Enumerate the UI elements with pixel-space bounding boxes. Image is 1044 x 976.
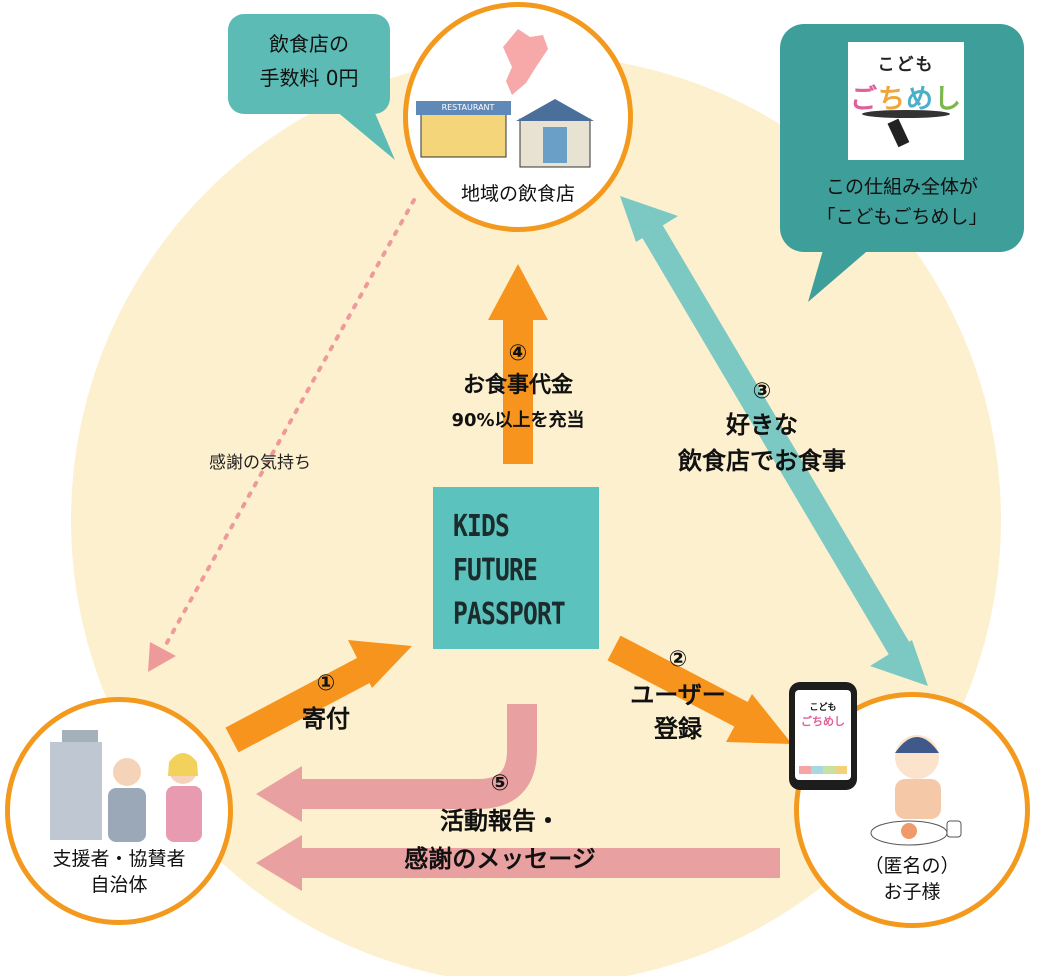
step4-line2: 90%以上を充当 <box>451 410 585 431</box>
step2-line1: ユーザー <box>630 681 726 709</box>
supporter-label-line1: 支援者・協賛者 <box>52 848 186 870</box>
kfp-line2: FUTURE <box>453 553 538 588</box>
system-callout-line2: 「こどもごちめし」 <box>816 206 988 228</box>
phone-logo-line2: ごちめし <box>801 715 845 728</box>
building-icon <box>50 742 102 840</box>
restaurant-node: RESTAURANT 地域の飲食店 <box>403 2 633 232</box>
orange-arrow-registration <box>607 635 792 744</box>
thanks-dotted-arrow <box>148 198 416 672</box>
pink-arrow-report <box>256 704 780 891</box>
logo-line2: ごちめし <box>850 84 962 115</box>
fee-callout-line1: 飲食店の <box>269 32 349 56</box>
japan-map-icon <box>503 29 548 95</box>
restaurant-illustration <box>416 29 594 168</box>
fee-callout-line2: 手数料 0円 <box>259 66 359 90</box>
step2-line2: 登録 <box>654 715 702 743</box>
step1-number: ① <box>316 671 336 696</box>
cup-icon <box>946 820 962 838</box>
step5-number: ⑤ <box>490 771 510 796</box>
step3-line1: 好きな <box>726 411 798 439</box>
child-label-line2: お子様 <box>883 881 941 903</box>
step5-line2: 感謝のメッセージ <box>404 845 596 873</box>
step4-line1: お食事代金 <box>462 373 573 398</box>
step1-line1: 寄付 <box>302 705 350 733</box>
logo-line1: こども <box>877 55 935 75</box>
supporter-label-line2: 自治体 <box>90 874 148 896</box>
supporter-illustration <box>50 730 202 842</box>
kfp-line1: KIDS <box>453 509 510 544</box>
plate-icon <box>901 823 917 839</box>
step4-number: ④ <box>508 341 528 366</box>
restaurant-sign: RESTAURANT <box>441 103 495 112</box>
smartphone-icon: こども ごちめし <box>789 682 857 790</box>
step2-number: ② <box>668 647 688 672</box>
kfp-line3: PASSPORT <box>453 597 566 632</box>
system-callout-line1: この仕組み全体が <box>825 176 978 198</box>
child-label-line1: （匿名の） <box>864 855 960 877</box>
orange-arrow-donation <box>225 640 412 753</box>
cloche-icon <box>862 110 950 148</box>
kodomo-gochimeshi-logo: こども ごちめし <box>848 42 964 160</box>
phone-logo-line1: こども <box>809 703 837 713</box>
step3-number: ③ <box>752 379 772 404</box>
restaurant-label: 地域の飲食店 <box>460 183 575 205</box>
thanks-label: 感謝の気持ち <box>209 453 311 473</box>
kids-future-passport-logo: KIDS FUTURE PASSPORT <box>433 487 599 649</box>
fee-callout-bubble <box>228 14 395 160</box>
person-man-icon <box>113 758 141 786</box>
child-illustration <box>870 735 962 846</box>
supporter-node: 支援者・協賛者 自治体 <box>5 697 233 925</box>
step5-line1: 活動報告・ <box>440 807 560 835</box>
teal-arrow-restaurant-child <box>620 196 928 686</box>
step3-line2: 飲食店でお食事 <box>678 447 846 475</box>
orange-arrow-payment <box>488 264 548 464</box>
